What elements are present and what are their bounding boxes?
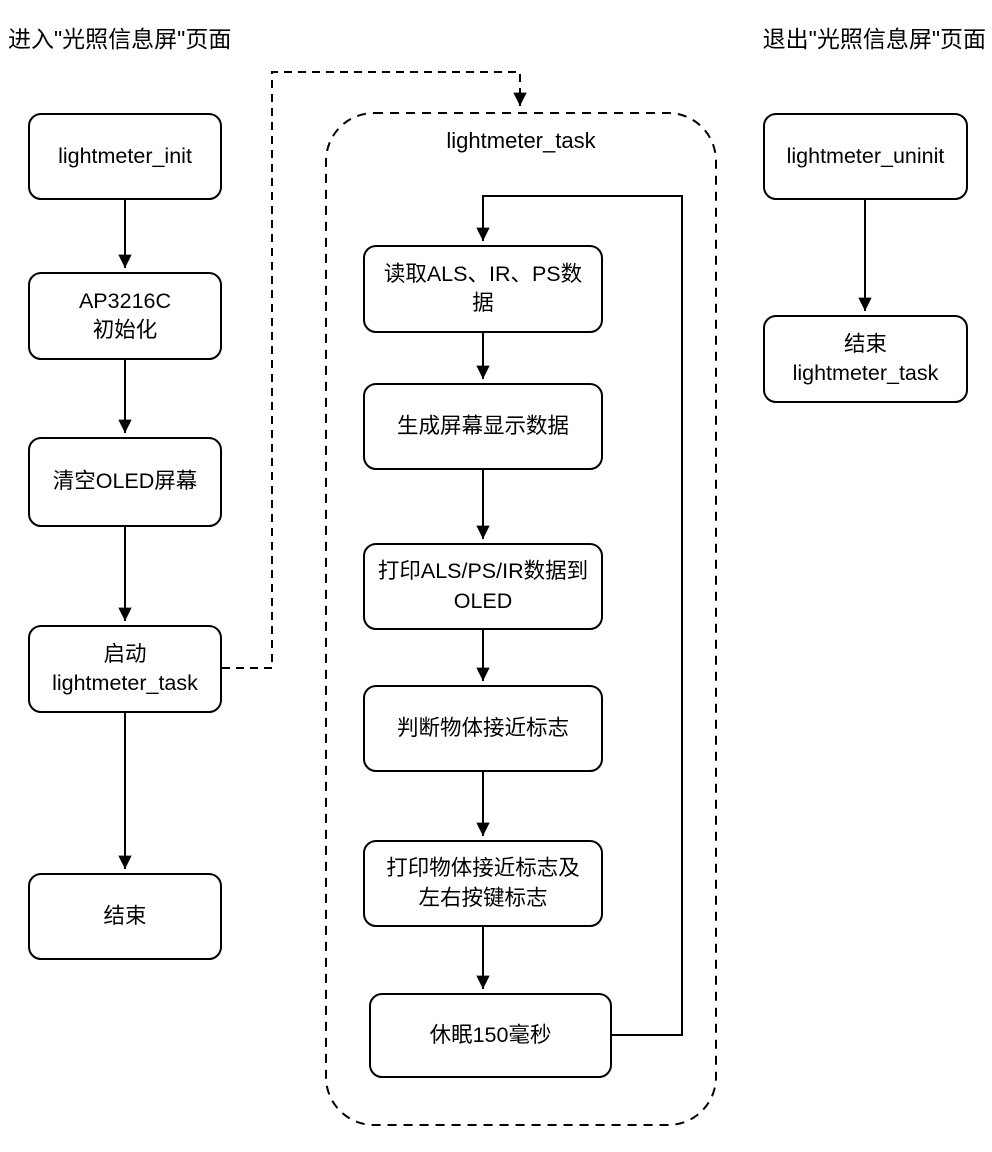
task-loop-title: lightmeter_task [446,128,596,153]
node-end-lightmeter-task: 结束 lightmeter_task [763,315,968,403]
node-lightmeter-uninit: lightmeter_uninit [763,113,968,200]
node-end: 结束 [28,873,222,960]
enter-page-title: 进入"光照信息屏"页面 [8,26,232,52]
node-generate-display-data: 生成屏幕显示数据 [363,383,603,470]
node-print-proximity-and-key-flags: 打印物体接近标志及 左右按键标志 [363,840,603,927]
node-sleep-150ms: 休眠150毫秒 [369,993,612,1078]
node-read-als-ir-ps-data: 读取ALS、IR、PS数 据 [363,245,603,333]
node-judge-proximity-flag: 判断物体接近标志 [363,685,603,772]
node-start-lightmeter-task: 启动 lightmeter_task [28,625,222,713]
node-clear-oled-screen: 清空OLED屏幕 [28,437,222,527]
node-lightmeter-init: lightmeter_init [28,113,222,200]
node-print-als-ps-ir-to-oled: 打印ALS/PS/IR数据到 OLED [363,543,603,630]
node-ap3216c-init: AP3216C 初始化 [28,272,222,360]
exit-page-title: 退出"光照信息屏"页面 [762,26,986,52]
